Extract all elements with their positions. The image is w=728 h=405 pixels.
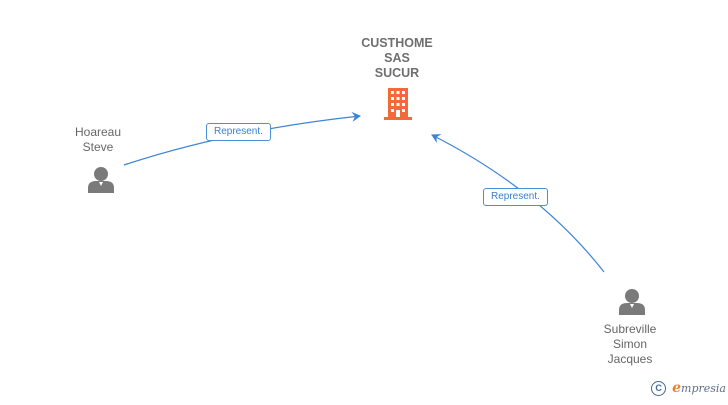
person-icon[interactable] (88, 167, 114, 193)
building-icon[interactable] (384, 88, 412, 120)
person-name-label[interactable]: Hoareau Steve (74, 125, 122, 154)
brand-footer: C empresia (651, 380, 726, 396)
person-name-label[interactable]: Subreville Simon Jacques (603, 322, 657, 366)
edge-role-label: Represent. (206, 123, 271, 141)
person-icon[interactable] (619, 289, 645, 315)
edge-role-label: Represent. (483, 188, 548, 206)
brand-logo[interactable]: empresia (672, 380, 726, 396)
company-name-label[interactable]: CUSTHOME SAS SUCUR (361, 36, 433, 80)
copyright-icon: C (651, 380, 667, 396)
